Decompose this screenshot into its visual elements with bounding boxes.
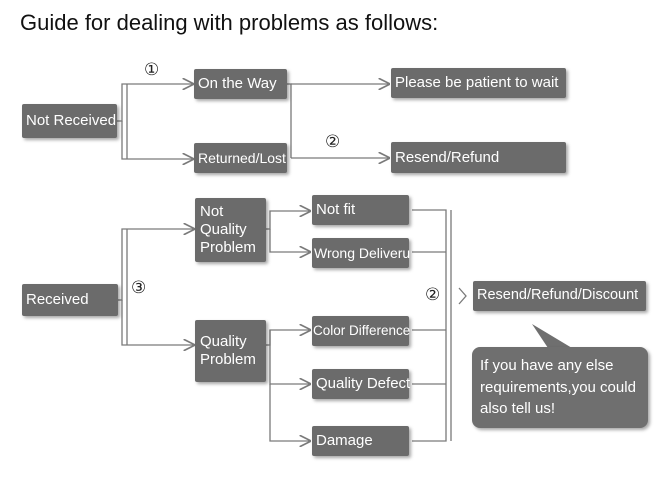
step-2-label: ② (325, 132, 341, 152)
step-1-label: ① (144, 60, 160, 80)
damage-box: Damage (312, 426, 409, 456)
resend-refund-discount-box: Resend/Refund/Discount (473, 281, 646, 311)
received-box: Received (22, 284, 118, 316)
quality-defect-box: Quality Defect (312, 369, 410, 399)
page-title: Guide for dealing with problems as follo… (20, 10, 439, 35)
resend-refund-box: Resend/Refund (391, 142, 566, 173)
color-difference-box: Color Difference (312, 316, 410, 346)
patient-wait-box: Please be patient to wait (391, 68, 566, 98)
not-received-box: Not Received (22, 104, 117, 138)
not-fit-box: Not fit (312, 195, 409, 225)
quality-problem-box: Quality Problem (195, 320, 266, 382)
contact-callout: If you have any else requirements,you co… (472, 347, 648, 428)
returned-lost-box: Returned/Lost (194, 143, 287, 173)
on-the-way-box: On the Way (194, 69, 287, 99)
step-2-label-bottom: ② (425, 285, 441, 305)
step-3-label: ③ (131, 278, 147, 298)
not-quality-problem-box: Not Quality Problem (195, 198, 266, 262)
wrong-delivery-box: Wrong Deliveru (312, 238, 410, 268)
